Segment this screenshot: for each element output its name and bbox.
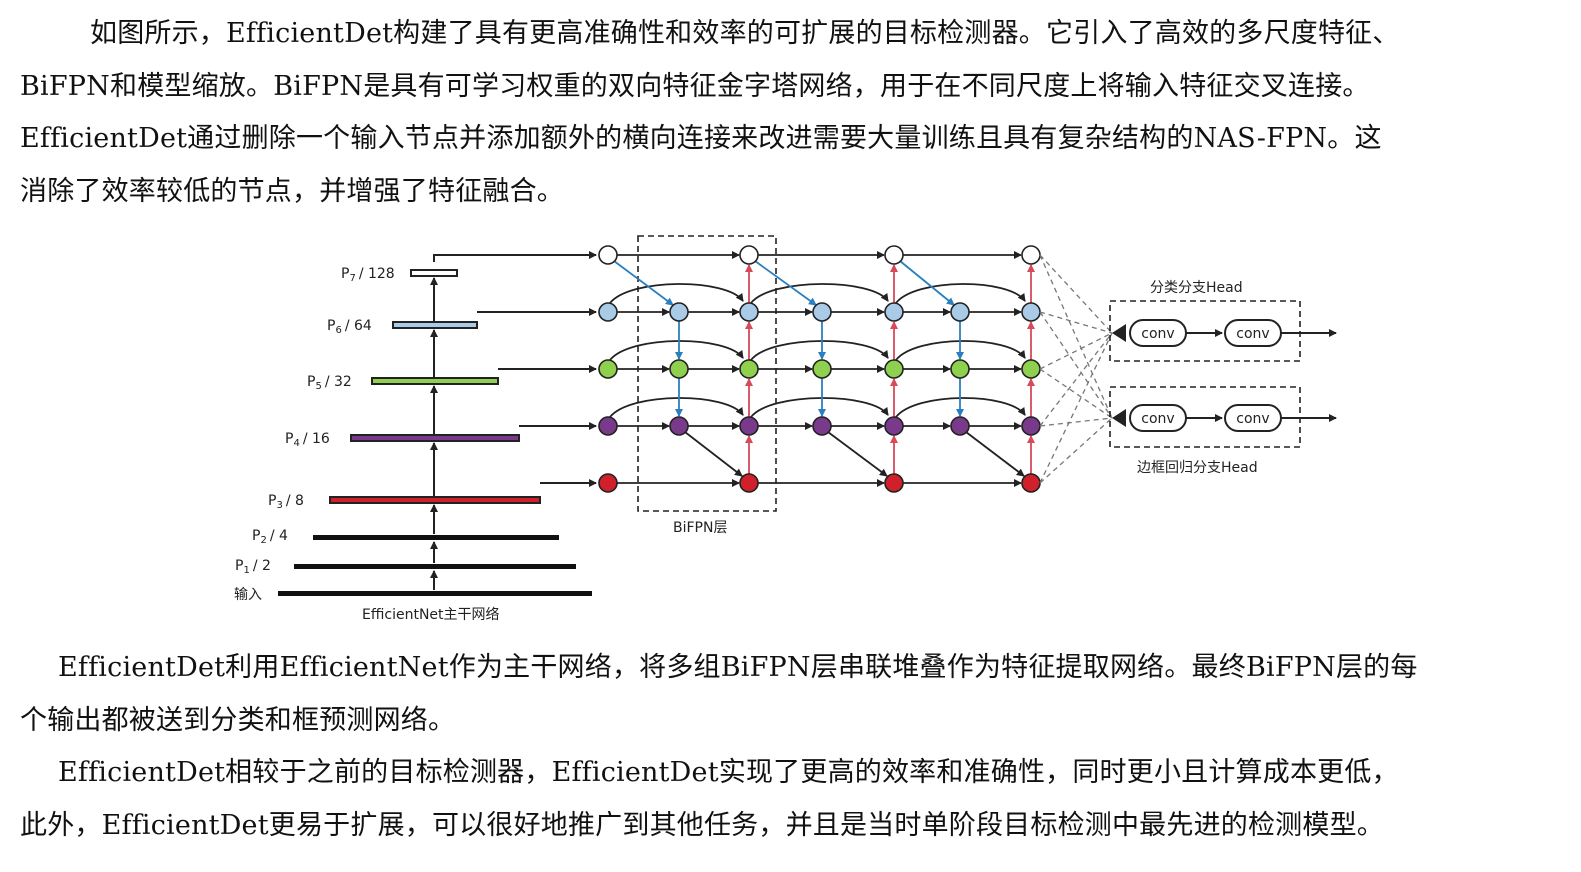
box-conv-2-label: conv [1236,411,1269,427]
feature-node-p4 [1021,416,1041,436]
p5-feature-bar [371,377,499,385]
p1-feature-bar [294,564,576,569]
lateral-connections [433,251,597,487]
paragraph-line: BiFPN和模型缩放。BiFPN是具有可学习权重的双向特征金字塔网络，用于在不同… [20,70,1370,102]
p7-feature-bar [410,269,458,277]
top-down-edge [613,260,674,306]
intro-paragraph: 如图所示，EfficientDet构建了具有更高准确性和效率的可扩展的目标检测器… [20,8,1565,218]
feature-node-p5 [884,359,904,379]
feature-node-p5 [812,359,832,379]
p4-label: P4/ 16 [285,431,330,449]
p5-label: P5/ 32 [307,374,352,392]
feature-node-p7 [739,245,759,265]
feature-node-p4 [812,416,832,436]
top-down-edge [754,260,817,306]
head-fanout-line [1039,311,1113,334]
feature-node-p5 [950,359,970,379]
head-fanout-line [1039,332,1113,370]
skip-edge [750,340,889,361]
feature-node-p6 [812,302,832,322]
p2-label: P2/ 4 [252,528,288,546]
p6-feature-bar [392,321,478,329]
head-fanout-line [1039,254,1113,419]
box-conv-1-label: conv [1141,411,1174,427]
backbone-paragraph: EfficientDet利用EfficientNet作为主干网络，将多组BiFP… [20,642,1565,747]
feature-node-p6 [884,302,904,322]
paragraph-line: EfficientDet利用EfficientNet作为主干网络，将多组BiFP… [58,652,1418,683]
paragraph-line: EfficientDet通过删除一个输入节点并添加额外的横向连接来改进需要大量训… [20,123,1382,154]
feature-node-p4 [884,416,904,436]
head-fanout-line [1039,417,1113,427]
feature-node-p7 [884,245,904,265]
input-label: 输入 [234,587,262,603]
head-fanout-line [1039,254,1113,334]
feature-node-p5 [739,359,759,379]
feature-node-p4 [669,416,689,436]
bifpn-nodes [598,245,1041,493]
p4-feature-bar [350,434,520,442]
summary-paragraph: EfficientDet相较于之前的目标检测器，EfficientDet实现了更… [20,747,1565,852]
p1-label: P1/ 2 [235,558,271,576]
feature-node-p3 [598,473,618,493]
paragraph-line: 消除了效率较低的节点，并增强了特征融合。 [20,175,564,207]
feature-node-p6 [669,302,689,322]
diagonal-edge [965,431,1025,477]
box-head-entry-arrow [1112,409,1126,427]
head-fanout-line [1039,417,1113,484]
feature-node-p7 [598,245,618,265]
feature-node-p6 [598,302,618,322]
class-head-entry-arrow [1112,324,1126,342]
feature-node-p5 [598,359,618,379]
skip-edge [609,340,744,361]
paragraph-line: EfficientDet相较于之前的目标检测器，EfficientDet实现了更… [58,757,1399,788]
head-fanout-lines [1039,254,1113,484]
input-bar [278,591,592,596]
head-fanout-line [1039,311,1113,419]
p6-label: P6/ 64 [327,318,372,336]
feature-node-p4 [739,416,759,436]
skip-edge [750,283,889,304]
skip-edge [609,397,744,418]
skip-edge [895,340,1026,361]
diagonal-edge [827,431,888,477]
head-fanout-line [1039,368,1113,419]
box-head-label: 边框回归分支Head [1137,459,1258,476]
class-head-label: 分类分支Head [1150,280,1243,296]
feature-node-p3 [739,473,759,493]
p3-label: P3/ 8 [268,493,304,511]
p7-label: P7/ 128 [341,266,395,284]
head-fanout-line [1039,332,1113,484]
class-head-box [1109,300,1301,362]
class-conv-1-label: conv [1141,326,1174,342]
feature-node-p3 [884,473,904,493]
backbone-label: EfficientNet主干网络 [362,607,500,623]
feature-node-p6 [950,302,970,322]
feature-node-p5 [669,359,689,379]
p2-feature-bar [313,535,559,540]
feature-node-p6 [739,302,759,322]
top-down-edge [899,260,955,306]
paragraph-line: 如图所示，EfficientDet构建了具有更高准确性和效率的可扩展的目标检测器… [90,18,1400,49]
feature-node-p6 [1021,302,1041,322]
paragraph-line: 此外，EfficientDet更易于扩展，可以很好地推广到其他任务，并且是当时单… [20,809,1384,841]
feature-node-p4 [598,416,618,436]
bifpn-label: BiFPN层 [673,520,727,536]
feature-node-p3 [1021,473,1041,493]
bifpn-edges [609,251,1035,487]
p3-feature-bar [329,496,541,504]
skip-edge [609,283,744,304]
paragraph-line: 个输出都被送到分类和框预测网络。 [20,704,456,736]
class-conv-2-label: conv [1236,326,1269,342]
feature-node-p4 [950,416,970,436]
skip-edge [895,397,1026,418]
bifpn-layer-box [637,235,777,512]
feature-node-p7 [1021,245,1041,265]
diagonal-edge [684,431,743,477]
feature-node-p5 [1021,359,1041,379]
head-fanout-line [1039,332,1113,427]
skip-edge [895,283,1026,304]
skip-edge [750,397,889,418]
